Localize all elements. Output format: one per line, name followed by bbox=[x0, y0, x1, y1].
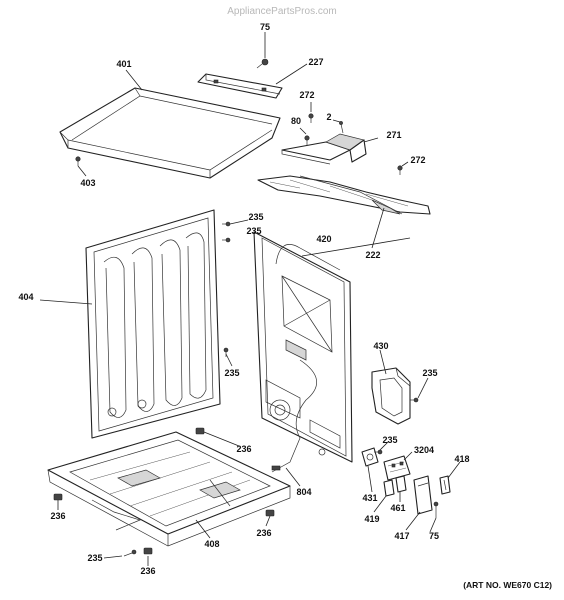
callout-75-top: 75 bbox=[260, 22, 270, 32]
callout-271: 271 bbox=[386, 130, 401, 140]
strain-relief-418 bbox=[439, 475, 451, 495]
callout-235-lower: 235 bbox=[382, 435, 397, 445]
callout-235-upper: 235 bbox=[248, 212, 263, 222]
callout-430: 430 bbox=[373, 341, 388, 351]
callout-227: 227 bbox=[308, 57, 323, 67]
callout-272-upper: 272 bbox=[299, 90, 314, 100]
screw-2 bbox=[339, 121, 344, 134]
screw-235-upper bbox=[222, 221, 231, 243]
callout-418: 418 bbox=[454, 454, 469, 464]
callout-75-bottom: 75 bbox=[429, 531, 439, 541]
callout-401: 401 bbox=[116, 59, 131, 69]
callout-236-top: 236 bbox=[236, 444, 251, 454]
leader-lines bbox=[39, 32, 461, 566]
callout-235-base: 235 bbox=[87, 553, 102, 563]
screw-75-top bbox=[256, 58, 269, 69]
top-cover-part bbox=[59, 87, 281, 179]
foot-236-top bbox=[195, 427, 205, 435]
switch-419 bbox=[383, 479, 395, 497]
callout-804: 804 bbox=[296, 487, 311, 497]
terminal-block-3204 bbox=[383, 455, 411, 481]
screw-235-side bbox=[223, 347, 229, 357]
callout-431: 431 bbox=[362, 493, 377, 503]
screw-235-duct bbox=[410, 397, 419, 403]
side-panel-part bbox=[85, 209, 221, 439]
callout-403: 403 bbox=[80, 178, 95, 188]
bracket-227-part bbox=[197, 73, 283, 99]
callout-420: 420 bbox=[316, 234, 331, 244]
art-number: (ART NO. WE670 C12) bbox=[463, 580, 552, 590]
callout-235-side: 235 bbox=[224, 368, 239, 378]
fuse-461 bbox=[395, 475, 407, 493]
screw-272-upper bbox=[308, 113, 314, 123]
callout-236-left: 236 bbox=[50, 511, 65, 521]
foot-236-right bbox=[265, 509, 275, 517]
callout-222: 222 bbox=[365, 250, 380, 260]
cover-417 bbox=[413, 475, 433, 515]
foot-236-bottom bbox=[143, 547, 153, 555]
foot-236-left bbox=[53, 493, 63, 501]
callout-2: 2 bbox=[326, 112, 331, 122]
callout-461: 461 bbox=[390, 503, 405, 513]
control-bracket-271 bbox=[281, 133, 367, 165]
callout-404: 404 bbox=[18, 292, 33, 302]
screw-235-base bbox=[123, 549, 137, 557]
screw-75-bottom bbox=[433, 501, 439, 518]
callout-408: 408 bbox=[204, 539, 219, 549]
callout-3204: 3204 bbox=[414, 445, 434, 455]
screw-403 bbox=[75, 156, 81, 166]
callout-80: 80 bbox=[291, 116, 301, 126]
screw-272-right bbox=[397, 165, 403, 175]
base-part bbox=[47, 431, 291, 547]
callout-419: 419 bbox=[364, 514, 379, 524]
callout-235-duct: 235 bbox=[422, 368, 437, 378]
watermark: AppliancePartsPros.com bbox=[227, 6, 337, 17]
callout-236-right: 236 bbox=[256, 528, 271, 538]
rear-panel-part bbox=[253, 231, 353, 473]
rear-bracket-222 bbox=[257, 175, 431, 215]
callout-labels: 75 227 401 272 2 80 271 272 403 222 235 … bbox=[18, 22, 469, 576]
duct-430-part bbox=[371, 367, 411, 425]
callout-236-bottom: 236 bbox=[140, 566, 155, 576]
callout-235-upper-b: 235 bbox=[246, 226, 261, 236]
callout-272-right: 272 bbox=[410, 155, 425, 165]
callout-417: 417 bbox=[394, 531, 409, 541]
thermostat-431 bbox=[361, 447, 379, 467]
screw-80 bbox=[304, 135, 310, 145]
